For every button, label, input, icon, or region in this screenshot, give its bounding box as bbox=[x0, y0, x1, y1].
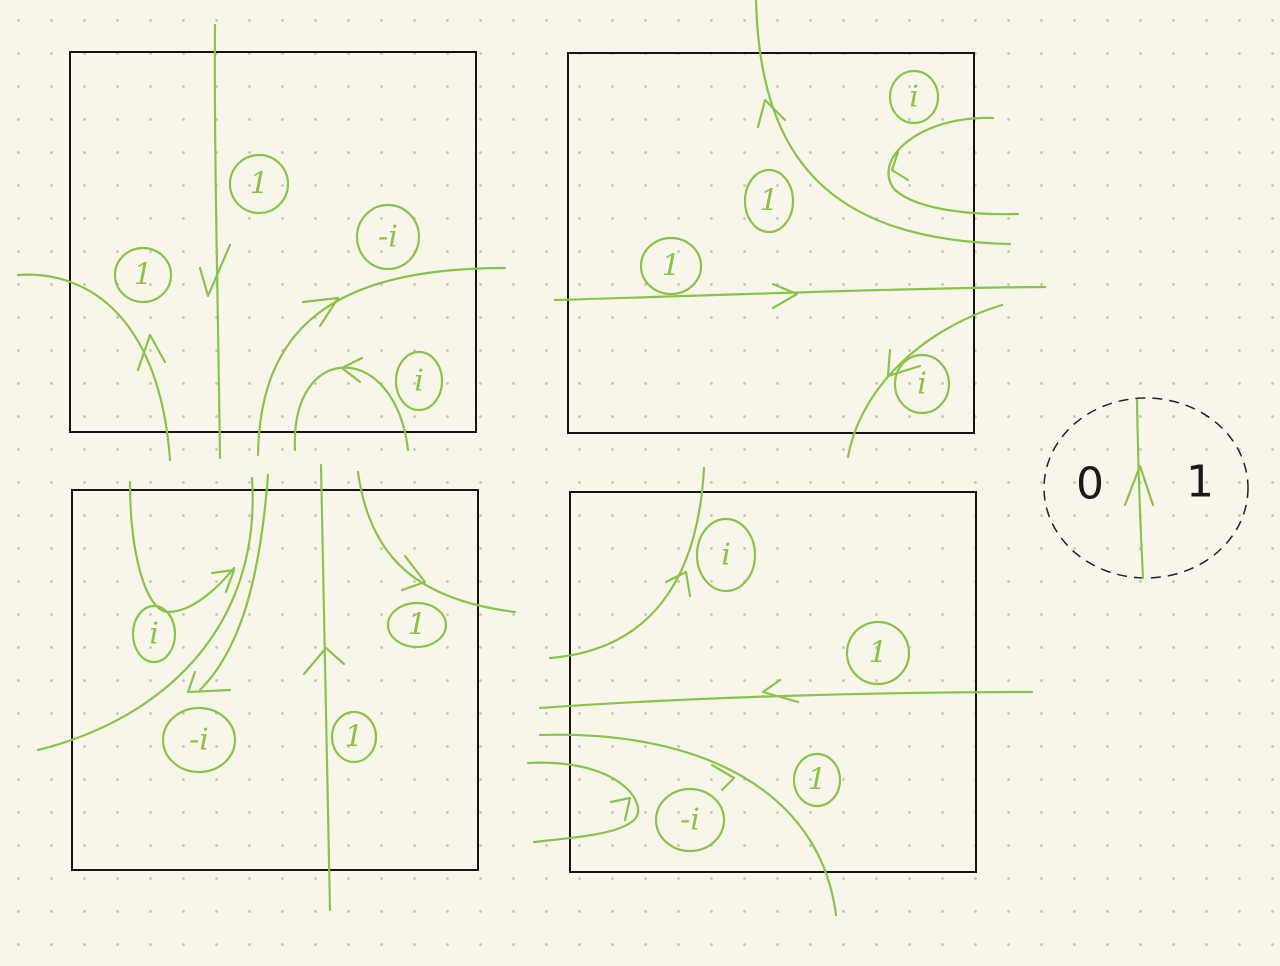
curve bbox=[256, 266, 507, 457]
arrow-marker bbox=[136, 333, 167, 372]
panel-frame bbox=[569, 491, 977, 873]
circled-label: 1 bbox=[330, 710, 378, 764]
curve bbox=[293, 366, 410, 452]
label-ring bbox=[639, 236, 703, 296]
circled-label: -i bbox=[355, 203, 421, 271]
label-text: 1 bbox=[759, 184, 778, 219]
circled-label: -i bbox=[654, 787, 726, 853]
arrow-marker bbox=[890, 150, 910, 182]
curve bbox=[887, 116, 1020, 216]
circled-label: i bbox=[893, 353, 951, 415]
arrow-marker bbox=[609, 796, 632, 822]
arrow-marker bbox=[400, 554, 427, 592]
panel-top-left bbox=[16, 23, 507, 462]
label-text: 1 bbox=[807, 763, 826, 798]
label-text: -i bbox=[680, 803, 700, 838]
label-ring bbox=[131, 604, 177, 664]
circled-label: 1 bbox=[228, 153, 290, 215]
curve bbox=[36, 476, 254, 752]
label-text: 1 bbox=[407, 608, 426, 643]
curve bbox=[356, 470, 517, 614]
label-ring bbox=[330, 710, 378, 764]
label-ring bbox=[888, 69, 940, 125]
legend-arrow-marker bbox=[1123, 464, 1155, 507]
curve bbox=[213, 23, 222, 460]
label-text: i bbox=[917, 367, 927, 402]
label-ring bbox=[792, 752, 842, 808]
curve bbox=[128, 480, 236, 614]
arrow-marker bbox=[302, 646, 346, 676]
panel-bottom-right bbox=[526, 466, 1034, 917]
curve bbox=[319, 463, 332, 912]
label-ring bbox=[394, 350, 444, 412]
curve bbox=[526, 761, 640, 844]
label-ring bbox=[355, 203, 421, 271]
curve bbox=[538, 690, 1034, 710]
circled-label: i bbox=[131, 604, 177, 664]
curve bbox=[16, 273, 172, 462]
label-text: -i bbox=[378, 220, 398, 255]
label-ring bbox=[228, 153, 290, 215]
legend-right-label: 1 bbox=[1186, 457, 1214, 508]
arrow-marker bbox=[664, 570, 692, 598]
label-text: i bbox=[414, 364, 424, 399]
label-text: 1 bbox=[133, 258, 152, 293]
label-ring bbox=[845, 620, 911, 686]
circled-label: 1 bbox=[792, 752, 842, 808]
arrow-marker bbox=[210, 568, 236, 594]
label-ring bbox=[695, 517, 757, 593]
arrow-marker bbox=[198, 243, 232, 298]
label-ring bbox=[654, 787, 726, 853]
arrow-marker bbox=[771, 282, 799, 310]
circled-label: 1 bbox=[743, 168, 795, 234]
circled-label: 1 bbox=[845, 620, 911, 686]
circled-label: 1 bbox=[113, 246, 173, 304]
arrow-marker bbox=[886, 348, 922, 378]
label-ring bbox=[893, 353, 951, 415]
label-ring bbox=[386, 601, 448, 649]
panel-frame bbox=[71, 489, 479, 871]
curve bbox=[538, 733, 838, 917]
label-text: 1 bbox=[344, 720, 363, 755]
curve bbox=[754, 0, 1012, 246]
legend-dashed-circle bbox=[1043, 397, 1249, 579]
curve bbox=[548, 466, 706, 660]
label-ring bbox=[113, 246, 173, 304]
label-text: i bbox=[149, 617, 159, 652]
arrow-marker bbox=[761, 678, 800, 704]
legend bbox=[1043, 397, 1249, 580]
panel-top-right bbox=[553, 0, 1047, 459]
label-text: 1 bbox=[249, 167, 268, 202]
curve bbox=[553, 285, 1047, 302]
label-text: i bbox=[721, 538, 731, 573]
arrow-marker bbox=[710, 763, 736, 792]
panel-bottom-left bbox=[36, 463, 517, 912]
circled-label: 1 bbox=[639, 236, 703, 296]
circled-label: 1 bbox=[386, 601, 448, 649]
labels-layer: 1 1 -i i i 1 1 i i 1 -i 1 i 1 1 -i 0 1 bbox=[113, 69, 1214, 853]
panel-frame bbox=[69, 51, 477, 433]
label-ring bbox=[161, 706, 237, 774]
arrow-marker bbox=[301, 296, 340, 328]
label-text: i bbox=[909, 80, 919, 115]
curve bbox=[198, 473, 270, 692]
label-text: 1 bbox=[868, 636, 887, 671]
label-text: -i bbox=[189, 723, 209, 758]
curve bbox=[846, 303, 1004, 459]
legend-left-label: 0 bbox=[1076, 459, 1104, 510]
arrow-marker bbox=[756, 98, 787, 129]
arrow-marker bbox=[340, 356, 364, 384]
label-ring bbox=[743, 168, 795, 234]
circled-label: i bbox=[695, 517, 757, 593]
circled-label: -i bbox=[161, 706, 237, 774]
circled-label: i bbox=[888, 69, 940, 125]
legend-arrow-line bbox=[1135, 398, 1145, 580]
arrow-marker bbox=[186, 670, 232, 694]
label-text: 1 bbox=[661, 249, 680, 284]
circled-label: i bbox=[394, 350, 444, 412]
